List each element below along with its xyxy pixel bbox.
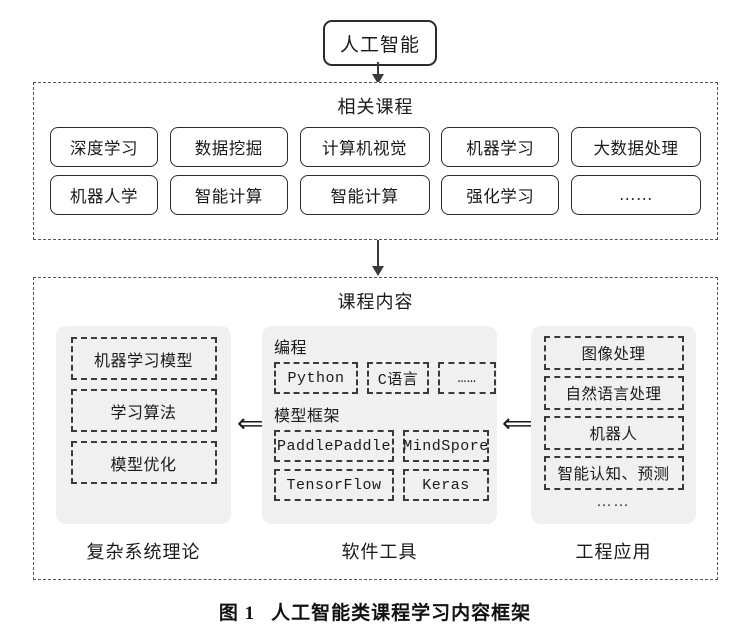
panel-right-item-label: 机器人 <box>589 426 638 443</box>
course-chip-label: 数据挖掘 <box>194 139 263 158</box>
arrowhead-root-to-courses <box>372 74 384 84</box>
panel-left-item-label: 学习算法 <box>110 404 177 422</box>
panel-left-item-label: 机器学习模型 <box>93 352 193 370</box>
course-chip[interactable]: 数据挖掘 <box>169 127 288 167</box>
figure-number: 图 1 <box>218 603 256 624</box>
course-chip-label: 机器人学 <box>70 187 138 206</box>
framework-row-2: TensorFlow Keras <box>274 469 497 501</box>
course-chip[interactable]: 计算机视觉 <box>299 127 430 167</box>
connector-courses-to-content <box>377 240 379 267</box>
panel-right-item-label: 自然语言处理 <box>565 386 662 403</box>
course-chip-label: 大数据处理 <box>593 139 679 158</box>
programming-item-label: Python <box>287 369 345 387</box>
course-chip[interactable]: 机器学习 <box>441 127 560 167</box>
framework-item[interactable]: PaddlePaddle <box>274 430 394 462</box>
course-chip-label: 机器学习 <box>466 139 535 158</box>
panel-right-item[interactable]: 自然语言处理 <box>543 376 684 410</box>
panel-right-item[interactable]: 智能认知、预测 <box>543 456 684 490</box>
group-course-content: 课程内容 机器学习模型 学习算法 模型优化 ⟺ 编程 Python C语言 …… <box>33 277 718 580</box>
framework-row-1: PaddlePaddle MindSpore <box>274 430 497 462</box>
panel-left-item[interactable]: 机器学习模型 <box>70 337 217 380</box>
panel-caption-software-tools: 软件工具 <box>341 542 418 562</box>
course-chip[interactable]: 强化学习 <box>441 175 560 215</box>
course-chip-label: 智能计算 <box>330 187 399 206</box>
group-related-courses: 相关课程 深度学习 数据挖掘 计算机视觉 机器学习 大数据处理 机器人学 智能计… <box>33 82 718 240</box>
programming-row: Python C语言 …… <box>274 362 497 394</box>
panel-right-item[interactable]: 图像处理 <box>543 336 684 370</box>
course-chip-label: 计算机视觉 <box>322 139 407 158</box>
programming-item-ellipsis[interactable]: …… <box>438 362 496 394</box>
panel-caption-engineering-application: 工程应用 <box>575 542 652 562</box>
root-node-label: 人工智能 <box>339 34 420 56</box>
programming-item-label: C语言 <box>377 371 419 389</box>
course-chip[interactable]: 深度学习 <box>50 127 158 167</box>
programming-item[interactable]: Python <box>274 362 358 394</box>
panel-right-item-label: 智能认知、预测 <box>557 466 670 483</box>
course-chip-row-1: 深度学习 数据挖掘 计算机视觉 机器学习 大数据处理 <box>34 127 717 167</box>
course-chip[interactable]: 机器人学 <box>50 175 158 215</box>
panel-left-item[interactable]: 学习算法 <box>70 389 217 432</box>
framework-item[interactable]: Keras <box>403 469 489 501</box>
framework-item[interactable]: MindSpore <box>403 430 489 462</box>
panel-left-stack: 机器学习模型 学习算法 模型优化 <box>56 326 231 484</box>
course-chip[interactable]: 智能计算 <box>299 175 430 215</box>
group-title-course-content: 课程内容 <box>337 292 414 312</box>
panel-software-tools: 编程 Python C语言 …… 模型框架 PaddlePaddle MindS… <box>262 326 497 524</box>
figure-caption-text: 人工智能类课程学习内容框架 <box>271 603 532 624</box>
course-chip[interactable]: 智能计算 <box>169 175 288 215</box>
programming-item[interactable]: C语言 <box>367 362 429 394</box>
section-label-model-framework: 模型框架 <box>274 408 341 425</box>
course-chip[interactable]: 大数据处理 <box>571 127 701 167</box>
course-chip-label: 深度学习 <box>70 139 138 158</box>
framework-item-label: TensorFlow <box>286 476 382 494</box>
panel-right-item[interactable]: 机器人 <box>543 416 684 450</box>
panel-right-ellipsis: …… <box>596 494 631 510</box>
panel-right-item-label: 图像处理 <box>581 346 646 363</box>
section-label-programming: 编程 <box>274 340 308 357</box>
panel-engineering-application: 图像处理 自然语言处理 机器人 智能认知、预测 …… <box>531 326 696 524</box>
programming-item-label: …… <box>457 369 477 387</box>
course-chip-ellipsis[interactable]: …… <box>571 175 701 215</box>
course-chip-label: 强化学习 <box>466 187 535 206</box>
panel-left-item[interactable]: 模型优化 <box>70 441 217 484</box>
connector-root-to-courses <box>377 62 379 76</box>
arrowhead-courses-to-content <box>372 266 384 276</box>
course-chip-label: …… <box>619 185 653 204</box>
panel-caption-complex-system-theory: 复杂系统理论 <box>86 542 201 562</box>
content-panels: 机器学习模型 学习算法 模型优化 ⟺ 编程 Python C语言 …… 模型框架… <box>34 326 719 581</box>
course-chip-row-2: 机器人学 智能计算 智能计算 强化学习 …… <box>34 175 717 215</box>
framework-item[interactable]: TensorFlow <box>274 469 394 501</box>
framework-item-label: PaddlePaddle <box>276 437 392 455</box>
course-chip-label: 智能计算 <box>194 187 263 206</box>
panel-left-item-label: 模型优化 <box>110 456 177 474</box>
figure-caption: 图 1 人工智能类课程学习内容框架 <box>0 598 750 625</box>
panel-complex-system-theory: 机器学习模型 学习算法 模型优化 <box>56 326 231 524</box>
framework-item-label: Keras <box>422 476 470 494</box>
panel-right-stack: 图像处理 自然语言处理 机器人 智能认知、预测 …… <box>531 326 696 511</box>
framework-item-label: MindSpore <box>403 437 489 455</box>
root-node-artificial-intelligence: 人工智能 <box>323 20 437 66</box>
group-title-related-courses: 相关课程 <box>337 97 414 117</box>
